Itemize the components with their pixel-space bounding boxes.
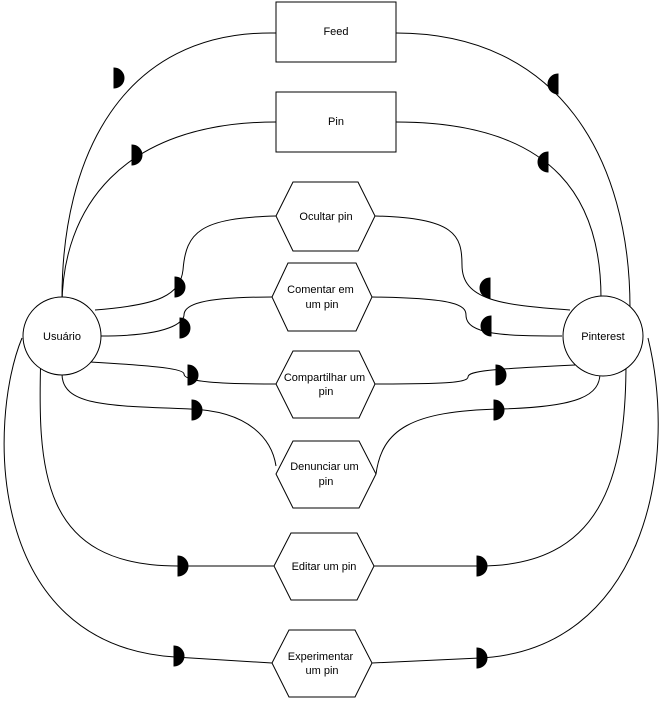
node-feed-box xyxy=(275,1,397,63)
usecase-compartilhar-pin-hexagon xyxy=(275,350,376,419)
edge-denunciar-pinterest xyxy=(375,372,601,475)
interface-cup xyxy=(187,364,199,386)
usecase-editar-pin[interactable]: Editar um pin xyxy=(273,532,375,601)
edge-user-editar xyxy=(39,349,274,567)
edge-comentar-pinterest xyxy=(371,296,563,337)
actor-usuario-circle xyxy=(22,296,102,376)
interface-cup xyxy=(113,67,125,89)
usecase-editar-pin-label: Editar um pin xyxy=(292,561,357,573)
interface-cup xyxy=(479,277,491,299)
usecase-denunciar-pin-label: Denunciar um pin xyxy=(290,461,362,488)
interface-cup xyxy=(537,151,549,173)
usecase-label-line: Denunciar um xyxy=(290,461,358,473)
usecase-comentar-pin-label: Comentar em um pin xyxy=(287,284,357,311)
interface-cup xyxy=(131,144,143,166)
usecase-comentar-pin-hexagon xyxy=(271,262,373,332)
usecase-label-line: Ocultar pin xyxy=(299,211,352,223)
interface-cup xyxy=(191,399,203,421)
actor-usuario[interactable]: Usuário xyxy=(22,296,102,376)
usecase-label-line: um pin xyxy=(305,665,338,677)
usecase-label-line: Experimentar xyxy=(288,651,354,663)
usecase-label-line: pin xyxy=(319,476,334,488)
node-pin-box xyxy=(275,91,397,153)
edge-pin-pinterest xyxy=(395,121,602,299)
interface-cup xyxy=(547,73,559,95)
edge-editar-pinterest xyxy=(374,362,627,567)
edge-ocultar-pinterest xyxy=(374,215,571,311)
node-feed[interactable]: Feed xyxy=(275,1,397,63)
actor-usuario-label: Usuário xyxy=(43,331,81,343)
usecase-editar-pin-hexagon xyxy=(273,532,375,601)
usecase-comentar-pin[interactable]: Comentar em um pin xyxy=(271,262,373,332)
interface-cup xyxy=(179,317,191,339)
usecase-label-line: Editar um pin xyxy=(292,561,357,573)
edge-user-feed xyxy=(61,32,277,299)
usecase-experimentar-pin[interactable]: Experimentar um pin xyxy=(271,629,373,698)
usecase-ocultar-pin-label: Ocultar pin xyxy=(299,211,352,223)
usecase-denunciar-pin-hexagon xyxy=(275,440,377,509)
edge-user-pin xyxy=(61,121,277,307)
usecase-experimentar-pin-label: Experimentar um pin xyxy=(288,651,356,677)
connectors xyxy=(3,32,659,664)
edge-user-denunciar xyxy=(61,373,277,467)
interface-cup xyxy=(173,645,185,667)
interface-cup xyxy=(177,555,189,577)
usecase-label-line: um pin xyxy=(305,299,338,311)
interface-cup xyxy=(476,555,488,577)
usecase-ocultar-pin-hexagon xyxy=(275,181,376,252)
interface-cup xyxy=(480,315,492,337)
actor-pinterest-label: Pinterest xyxy=(581,331,624,343)
interface-cup xyxy=(495,364,507,386)
interface-markers xyxy=(113,67,559,669)
usecase-compartilhar-pin-label: Compartilhar um pin xyxy=(284,372,368,398)
usecase-ocultar-pin[interactable]: Ocultar pin xyxy=(275,181,376,252)
usecase-denunciar-pin[interactable]: Denunciar um pin xyxy=(275,440,377,509)
node-feed-label: Feed xyxy=(323,26,348,38)
node-pin[interactable]: Pin xyxy=(275,91,397,153)
actor-pinterest-circle xyxy=(562,295,644,377)
edge-experimentar-pinterest xyxy=(371,337,659,664)
usecase-label-line: Compartilhar um xyxy=(284,372,365,384)
usecase-experimentar-pin-hexagon xyxy=(271,629,373,698)
usecase-label-line: pin xyxy=(319,386,334,398)
interface-cup xyxy=(174,276,186,298)
usecase-compartilhar-pin[interactable]: Compartilhar um pin xyxy=(275,350,376,419)
node-pin-label: Pin xyxy=(328,116,344,128)
edge-compartilhar-pinterest xyxy=(374,364,576,385)
edge-user-compartilhar xyxy=(89,361,277,385)
interface-cup xyxy=(476,647,488,669)
edge-feed-pinterest xyxy=(395,32,631,309)
usecase-label-line: Comentar em xyxy=(287,284,354,296)
actor-pinterest[interactable]: Pinterest xyxy=(562,295,644,377)
edge-user-experimentar xyxy=(3,337,273,664)
interface-cup xyxy=(493,399,505,421)
edge-user-ocultar xyxy=(94,215,277,311)
edge-user-comentar xyxy=(100,296,273,337)
